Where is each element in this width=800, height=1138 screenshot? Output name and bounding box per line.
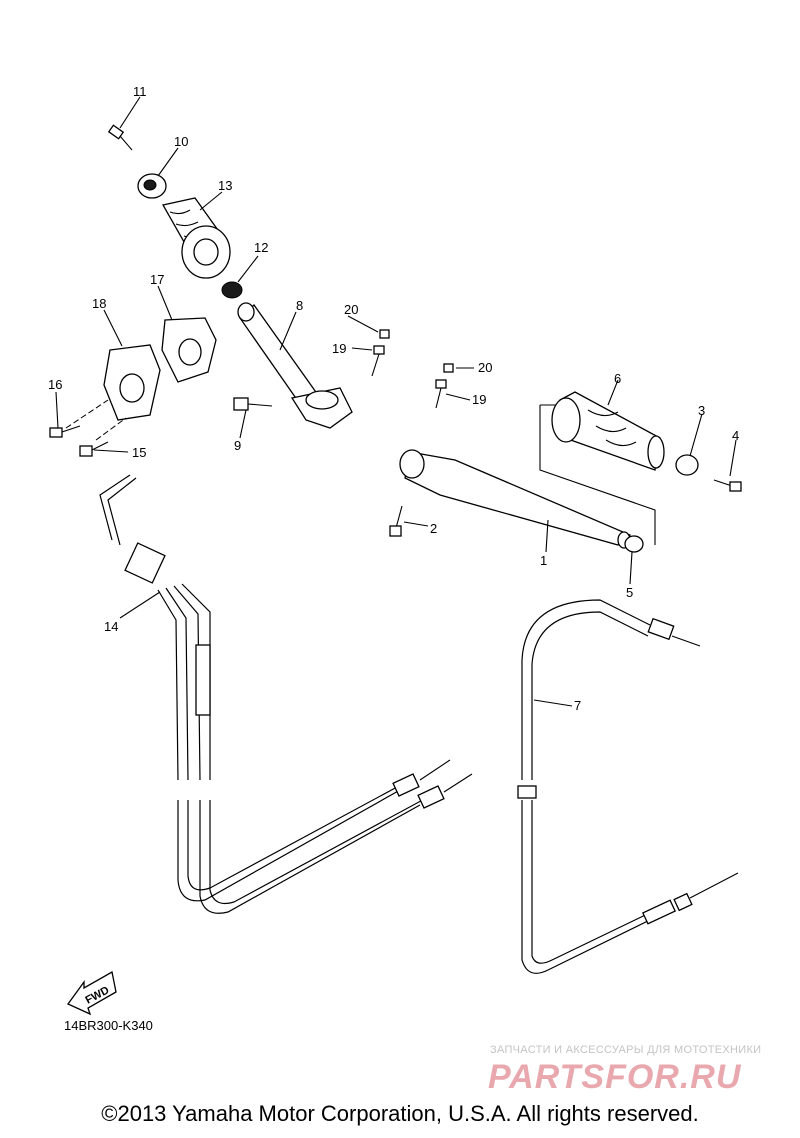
watermark-logo: PARTSFOR.RU [488,1058,742,1096]
part-3-grip-end [675,454,699,476]
callout-17: 17 [150,272,164,287]
part-6-throttle-grip [551,391,665,471]
callout-8: 8 [296,298,303,313]
callout-1: 1 [540,553,547,568]
callout-20-right: 20 [478,360,492,375]
callout-14: 14 [104,619,118,634]
callout-11: 11 [133,84,147,99]
part-20-nut-left [379,329,390,339]
part-20-nut-right [443,363,454,373]
callout-16: 16 [48,377,62,392]
part-17-switch-upper [161,317,217,383]
part-1-right-handlebar [399,449,632,549]
callout-18: 18 [92,296,106,311]
part-19-bolt-right [435,379,447,409]
part-10-grip-end [137,173,167,199]
part-9-bolt [233,397,273,411]
part-16-screw [49,425,81,438]
callout-4: 4 [732,428,739,443]
callout-7: 7 [574,698,581,713]
callout-19-right: 19 [472,392,486,407]
part-2-bolt [389,505,403,537]
leader-lines [55,96,737,707]
part-13-left-grip [161,197,231,279]
part-15-screw [79,441,109,457]
fwd-arrow: FWD [67,970,117,1016]
callout-15: 15 [132,445,146,460]
part-5-end [624,535,644,553]
callout-13: 13 [218,178,232,193]
callout-10: 10 [174,134,188,149]
callout-5: 5 [626,585,633,600]
callout-6: 6 [614,371,621,386]
watermark-tagline: ЗАПЧАСТИ И АКСЕССУАРЫ ДЛЯ МОТОТЕХНИКИ [490,1044,762,1056]
part-14-throttle-cables [99,474,473,914]
callout-19-left: 19 [332,341,346,356]
part-12-collar [221,281,243,299]
part-7-clutch-cable [517,599,739,974]
callout-12: 12 [254,240,268,255]
callout-20-left: 20 [344,302,358,317]
copyright-notice: ©2013 Yamaha Motor Corporation, U.S.A. A… [101,1101,699,1126]
part-19-bolt-left [371,345,385,377]
callout-3: 3 [698,403,705,418]
part-4-screw [713,479,742,492]
part-11-screw [107,124,133,151]
part-18-switch-lower [103,344,161,421]
callout-2: 2 [430,521,437,536]
diagram-code: 14BR300-K340 [64,1018,153,1033]
callout-9: 9 [234,438,241,453]
part-8-left-handlebar [237,302,353,429]
